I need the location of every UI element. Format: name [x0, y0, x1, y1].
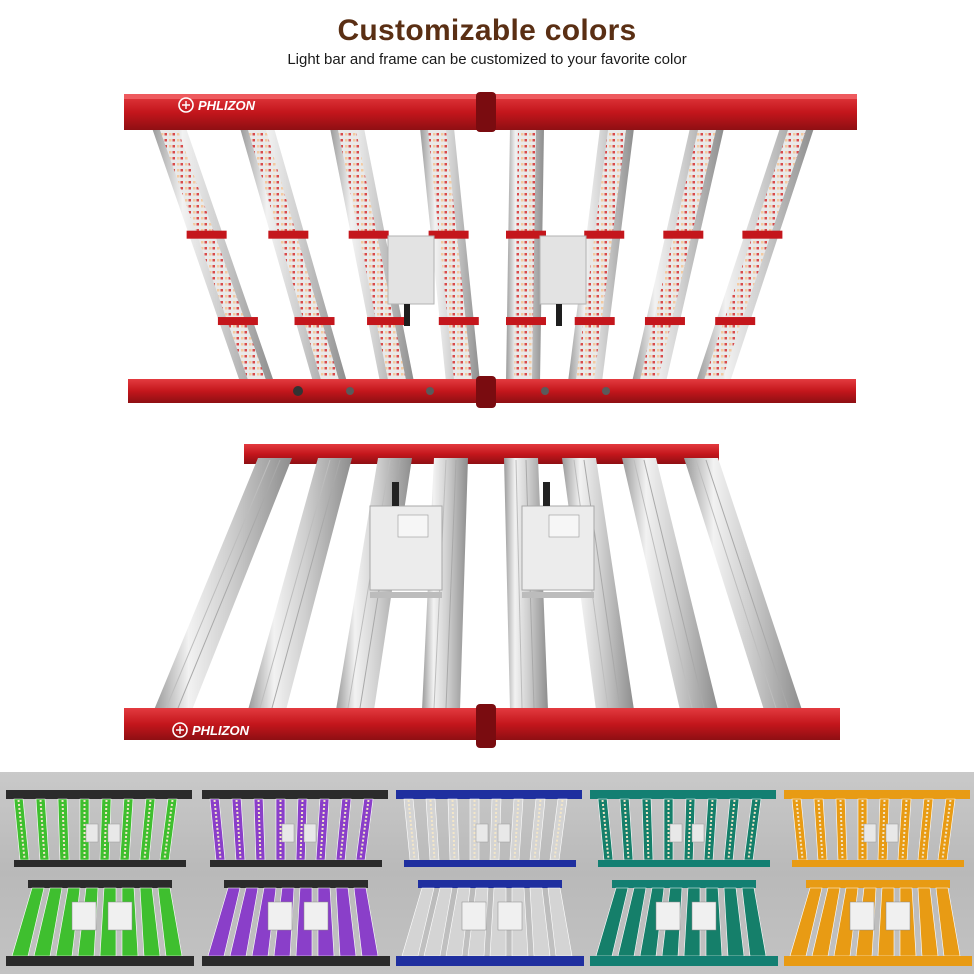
- led-bar: [632, 128, 724, 382]
- driver-box-right: [539, 235, 587, 305]
- led-bar: [420, 128, 480, 382]
- aluminum-bar: [622, 458, 718, 710]
- aluminum-bar: [154, 458, 292, 710]
- brand-name-bottom: PHLIZON: [192, 723, 250, 738]
- brand-logo-icon: [178, 97, 194, 113]
- product-render: PHLIZON PHLIZON: [124, 92, 857, 748]
- power-port-icon: [293, 386, 303, 396]
- top-light-front: PHLIZON: [124, 92, 857, 408]
- led-bar: [506, 128, 546, 382]
- page-subtitle: Light bar and frame can be customized to…: [287, 51, 687, 68]
- brand-name-top: PHLIZON: [198, 98, 256, 113]
- color-variant-thumbnail: [590, 790, 778, 966]
- aluminum-bar: [248, 458, 352, 710]
- aluminum-bar: [684, 458, 802, 710]
- top-led-bars: [152, 128, 814, 382]
- rail-joint: [476, 92, 496, 132]
- color-variant-thumbnail: [396, 790, 584, 966]
- led-bar: [330, 128, 414, 382]
- led-bar: [240, 128, 347, 382]
- led-bar: [568, 128, 634, 382]
- led-bar: [152, 128, 274, 382]
- brand-logo-icon-bottom: [172, 722, 188, 738]
- color-variant-thumbnail: [784, 790, 972, 966]
- bottom-light-back: PHLIZON: [124, 444, 840, 748]
- back-top-rail: [244, 444, 719, 464]
- color-variants-strip: [0, 772, 974, 974]
- back-aluminum-bars: [154, 458, 802, 710]
- page-title: Customizable colors: [337, 14, 637, 47]
- color-variant-thumbnail: [202, 790, 390, 966]
- back-driver-right: [521, 505, 595, 591]
- led-bar: [696, 128, 814, 382]
- color-variant-thumbnail: [6, 790, 194, 966]
- driver-box-left: [387, 235, 435, 305]
- header: Customizable colors Light bar and frame …: [0, 12, 974, 70]
